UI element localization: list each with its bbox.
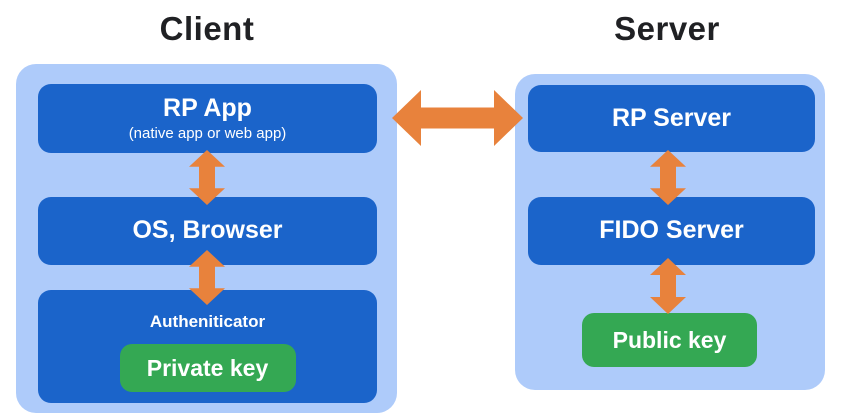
private-key-label: Private key xyxy=(146,354,269,381)
fidoserver-publickey-double-arrow-icon xyxy=(648,258,688,314)
client-server-double-arrow-icon xyxy=(392,90,523,146)
client-column-title: Client xyxy=(159,10,255,47)
server-container: RP Server FIDO Server Public key xyxy=(515,74,825,390)
osbrowser-authenticator-double-arrow-icon xyxy=(187,250,227,305)
fido-server-label: FIDO Server xyxy=(599,216,744,245)
rp-app-box: RP App (native app or web app) xyxy=(38,84,377,153)
server-column-title: Server xyxy=(614,10,720,47)
rp-app-label: RP App xyxy=(163,94,252,123)
private-key-box: Private key xyxy=(119,344,296,392)
public-key-box: Public key xyxy=(582,313,757,367)
authenticator-label: Autheniticator xyxy=(149,312,266,331)
rpserver-fidoserver-double-arrow-icon xyxy=(648,150,688,205)
rp-server-box: RP Server xyxy=(528,85,815,152)
fido-server-box: FIDO Server xyxy=(528,197,815,265)
rpapp-osbrowser-double-arrow-icon xyxy=(187,150,227,205)
public-key-label: Public key xyxy=(612,326,727,353)
authenticator-box: Autheniticator Private key xyxy=(38,290,377,403)
rp-server-label: RP Server xyxy=(611,103,732,132)
rp-app-sublabel: (native app or web app) xyxy=(128,124,287,142)
client-container: RP App (native app or web app) OS, Brows… xyxy=(16,64,397,413)
os-browser-label: OS, Browser xyxy=(132,216,283,245)
